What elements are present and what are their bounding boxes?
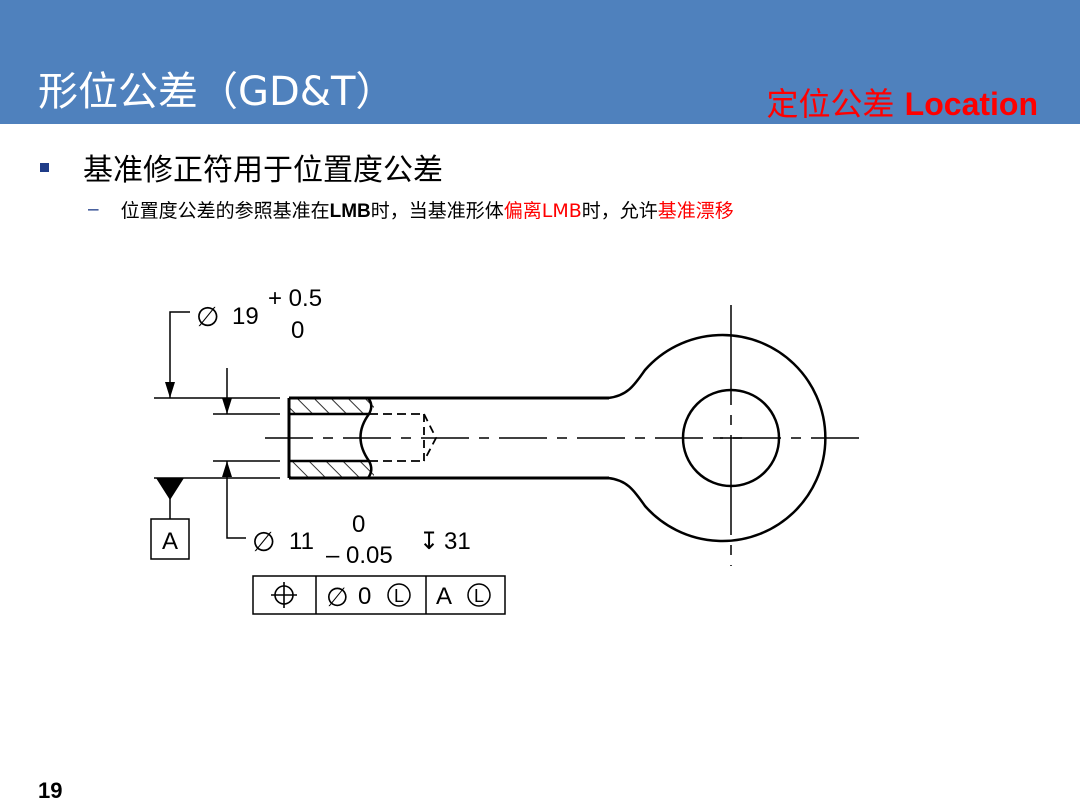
- square-bullet-icon: [40, 162, 49, 172]
- depth-value: 31: [444, 528, 471, 555]
- slide-header: 形位公差（GD&T） 定位公差 Location: [0, 0, 1080, 124]
- dia-minor-lower-tol: – 0.05: [326, 542, 393, 569]
- sub-part-3: 时，当基准形体: [370, 200, 504, 222]
- feature-control-frame: ∅ 0 L A L: [252, 575, 506, 615]
- dia-major-value: 19: [232, 303, 259, 330]
- bullet-text: 基准修正符用于位置度公差: [83, 153, 443, 188]
- page-number: 19: [38, 778, 63, 803]
- sub-part-6: 基准漂移: [657, 200, 734, 222]
- dia-major-leader: [169, 311, 190, 398]
- sub-part-4: 偏离LMB: [503, 200, 582, 222]
- dia-major-symbol: ∅: [196, 302, 220, 332]
- sub-part-5: 时，允许: [581, 200, 658, 222]
- datum-box: [150, 518, 190, 560]
- fcf-modifier: L: [394, 586, 404, 606]
- eye-outline: [607, 333, 827, 543]
- section-hatch: [289, 398, 374, 477]
- slide-subtitle: 定位公差 Location: [766, 88, 1038, 120]
- bullet-item: 基准修正符用于位置度公差: [40, 145, 443, 189]
- subtitle-cjk: 定位公差: [766, 85, 895, 123]
- dia-minor-symbol: ∅: [252, 527, 276, 557]
- break-line: [359, 397, 373, 479]
- position-symbol-icon: [271, 582, 297, 608]
- sub-part-2: LMB: [329, 201, 371, 222]
- datum-triangle: [156, 478, 184, 500]
- sub-bullet-text: 位置度公差的参照基准在LMB时，当基准形体偏离LMB时，允许基准漂移: [121, 196, 734, 223]
- fcf-tol-value: 0: [358, 583, 371, 610]
- dash-bullet-icon: –: [88, 198, 99, 220]
- dia-minor-upper-tol: 0: [352, 511, 365, 538]
- datum-label: A: [162, 528, 178, 555]
- subtitle-latin: Location: [904, 86, 1038, 122]
- fcf-tol-symbol: ∅: [326, 582, 349, 612]
- fcf-datum-modifier: L: [474, 586, 484, 606]
- slide-title: 形位公差（GD&T）: [38, 69, 396, 115]
- dia-minor-value: 11: [289, 528, 314, 555]
- dia-major-upper-tol: + 0.5: [268, 285, 322, 312]
- sub-bullet-item: – 位置度公差的参照基准在LMB时，当基准形体偏离LMB时，允许基准漂移: [88, 196, 734, 223]
- depth-symbol: ↧: [419, 528, 439, 555]
- fcf-datum: A: [436, 583, 452, 610]
- sub-part-1: 位置度公差的参照基准在: [120, 200, 330, 222]
- dia-minor-leader: [226, 461, 246, 539]
- dia-major-lower-tol: 0: [291, 317, 304, 344]
